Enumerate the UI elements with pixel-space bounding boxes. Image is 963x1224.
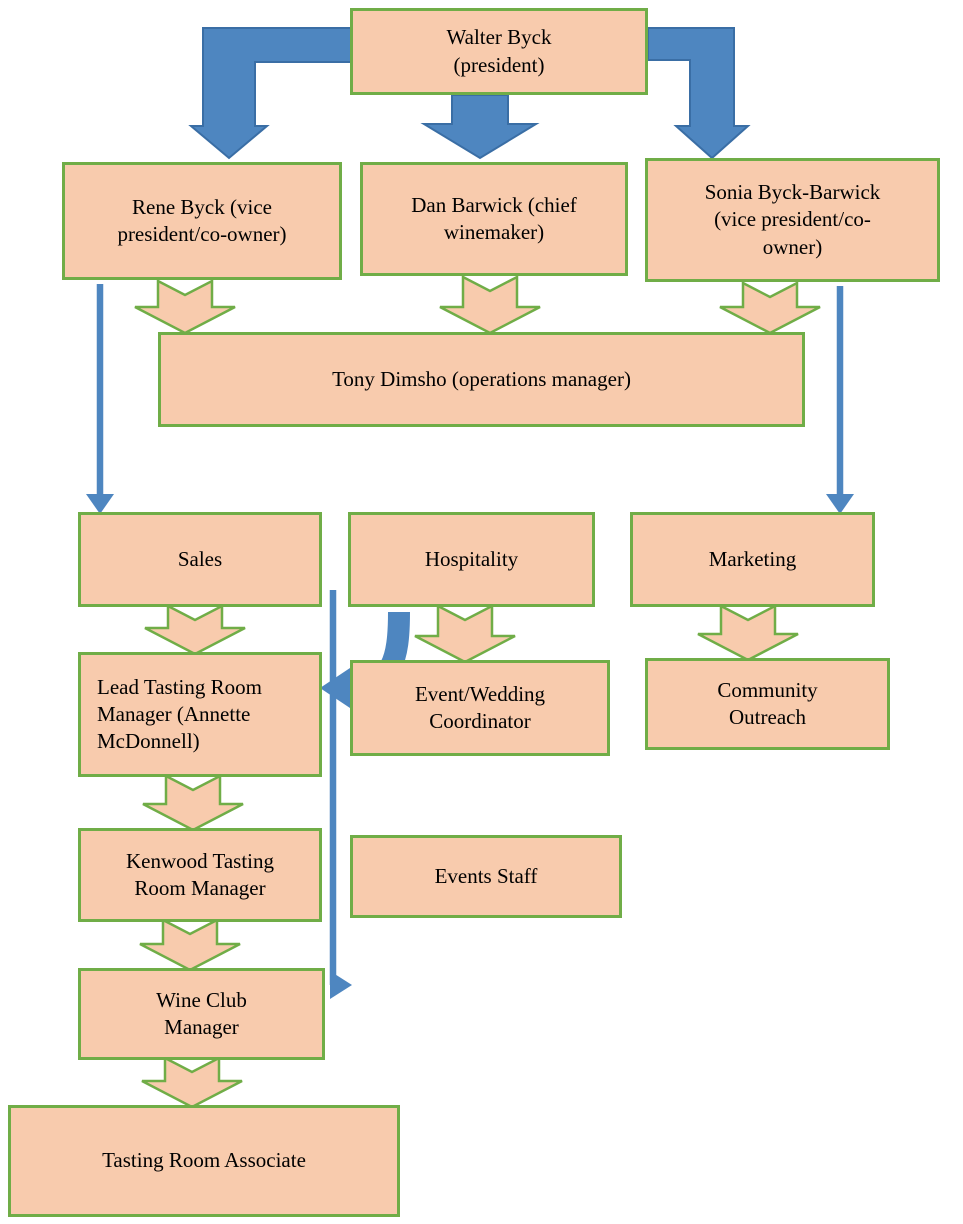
arrow-hospitality-to-wineclub-head-icon	[330, 971, 352, 999]
arrow-hospitality-to-lead-head-icon	[320, 668, 350, 708]
node-events-staff: Events Staff	[350, 835, 622, 918]
node-tasting-room-associate-label: Tasting Room Associate	[102, 1148, 306, 1173]
node-wine-club-manager-label: Wine Club Manager	[156, 987, 247, 1039]
arrow-walter-to-dan-icon	[420, 94, 540, 160]
node-dan-barwick-label: Dan Barwick (chief winemaker)	[411, 192, 577, 244]
arrow-rene-to-sales-head-icon	[86, 494, 114, 514]
node-event-wedding-coordinator-label: Event/Wedding Coordinator	[414, 681, 546, 733]
node-rene-byck-label: Rene Byck (vice president/co-owner)	[117, 194, 287, 246]
arrow-sonia-to-marketing-head-icon	[826, 494, 854, 514]
node-kenwood-tasting-room-manager: Kenwood Tasting Room Manager	[78, 828, 322, 922]
node-kenwood-tasting-room-manager-label: Kenwood Tasting Room Manager	[125, 848, 275, 900]
node-sales-label: Sales	[177, 546, 223, 571]
node-hospitality-label: Hospitality	[424, 546, 519, 571]
arrow-walter-to-sonia-icon	[647, 27, 751, 160]
node-lead-tasting-room-manager-label: Lead Tasting Room Manager (Annette McDon…	[97, 674, 262, 754]
node-tony-dimsho: Tony Dimsho (operations manager)	[158, 332, 805, 427]
node-rene-byck: Rene Byck (vice president/co-owner)	[62, 162, 342, 280]
node-sonia-byck-barwick-label: Sonia Byck-Barwick (vice president/co- o…	[704, 180, 881, 259]
arrow-lead-to-kenwood-icon	[142, 773, 244, 832]
node-sales: Sales	[78, 512, 322, 607]
arrow-marketing-to-community-icon	[697, 603, 799, 662]
arrow-rene-to-tony-icon	[134, 278, 236, 335]
arrow-sonia-to-tony-icon	[719, 280, 821, 335]
node-community-outreach: Community Outreach	[645, 658, 890, 750]
node-lead-tasting-room-manager: Lead Tasting Room Manager (Annette McDon…	[78, 652, 322, 777]
node-community-outreach-label: Community Outreach	[717, 677, 818, 729]
arrow-sales-to-lead-icon	[144, 603, 246, 656]
node-hospitality: Hospitality	[348, 512, 595, 607]
arrow-hospitality-to-event-icon	[414, 603, 516, 664]
node-wine-club-manager: Wine Club Manager	[78, 968, 325, 1060]
node-event-wedding-coordinator: Event/Wedding Coordinator	[350, 660, 610, 756]
node-walter-byck: Walter Byck (president)	[350, 8, 648, 95]
arrow-dan-to-tony-icon	[439, 274, 541, 335]
node-tony-dimsho-label: Tony Dimsho (operations manager)	[332, 366, 631, 391]
arrow-walter-to-rene-icon	[188, 27, 353, 160]
node-marketing-label: Marketing	[708, 546, 797, 571]
node-dan-barwick: Dan Barwick (chief winemaker)	[360, 162, 628, 276]
arrow-wineclub-to-associate-icon	[141, 1055, 243, 1109]
node-marketing: Marketing	[630, 512, 875, 607]
node-walter-byck-label: Walter Byck (president)	[446, 25, 552, 77]
node-sonia-byck-barwick: Sonia Byck-Barwick (vice president/co- o…	[645, 158, 940, 282]
arrow-kenwood-to-wineclub-icon	[139, 917, 241, 972]
node-events-staff-label: Events Staff	[434, 863, 538, 888]
node-tasting-room-associate: Tasting Room Associate	[8, 1105, 400, 1217]
